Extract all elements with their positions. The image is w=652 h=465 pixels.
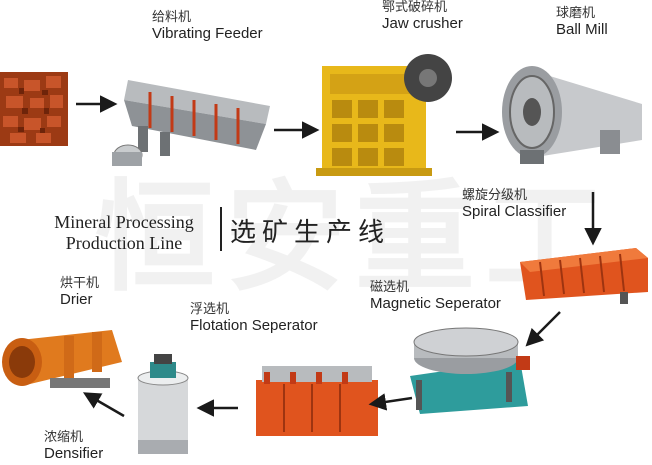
- arrow-magnetic-to-flotation: [368, 393, 413, 411]
- raw-ore-image: [0, 72, 68, 146]
- magnetic-separator-image: [410, 327, 530, 414]
- label-en: Spiral Classifier: [462, 202, 567, 220]
- center-title-line-2: Production Line: [65, 232, 183, 253]
- ball-mill-image: [502, 66, 642, 164]
- label-zh: 鄂式破碎机: [382, 0, 448, 14]
- vibrating-feeder-image: [112, 80, 270, 166]
- label-jaw-crusher: 鄂式破碎机 Jaw crusher: [382, 0, 463, 32]
- label-flotation-separator: 浮选机 Flotation Seperator: [190, 301, 318, 334]
- label-magnetic-separator: 磁选机 Magnetic Seperator: [370, 279, 501, 312]
- label-densifier: 浓缩机 Densifier: [44, 429, 104, 462]
- spiral-classifier-image: [520, 248, 648, 304]
- arrow-densifier-to-drier: [82, 392, 125, 418]
- label-en: Vibrating Feeder: [152, 24, 263, 42]
- arrow-classifier-to-magnetic: [525, 311, 561, 347]
- label-drier: 烘干机 Drier: [60, 275, 100, 308]
- label-en: Jaw crusher: [382, 14, 463, 32]
- label-zh: 浮选机: [190, 301, 230, 316]
- center-title-zh: 选矿生产线: [230, 218, 391, 248]
- label-en: Magnetic Seperator: [370, 294, 501, 312]
- label-zh: 烘干机: [60, 275, 100, 290]
- label-zh: 给料机: [152, 9, 192, 24]
- label-spiral-classifier: 螺旋分级机 Spiral Classifier: [462, 187, 567, 220]
- center-title-en: Mineral Processing Production Line: [34, 212, 214, 253]
- label-en: Drier: [60, 290, 93, 308]
- title-divider: [220, 207, 222, 251]
- label-zh: 球磨机: [556, 5, 596, 20]
- label-en: Ball Mill: [556, 20, 608, 38]
- center-title-line-1: Mineral Processing: [54, 212, 194, 232]
- label-en: Flotation Seperator: [190, 316, 318, 334]
- flotation-separator-image: [256, 366, 378, 436]
- label-en: Densifier: [44, 444, 104, 462]
- label-ball-mill: 球磨机 Ball Mill: [556, 5, 608, 38]
- densifier-image: [137, 354, 189, 454]
- label-vibrating-feeder: 给料机 Vibrating Feeder: [152, 9, 263, 42]
- label-zh: 螺旋分级机: [462, 187, 528, 202]
- label-zh: 磁选机: [370, 279, 410, 294]
- drier-image: [2, 330, 122, 388]
- jaw-crusher-image: [316, 54, 452, 176]
- label-zh: 浓缩机: [44, 429, 84, 444]
